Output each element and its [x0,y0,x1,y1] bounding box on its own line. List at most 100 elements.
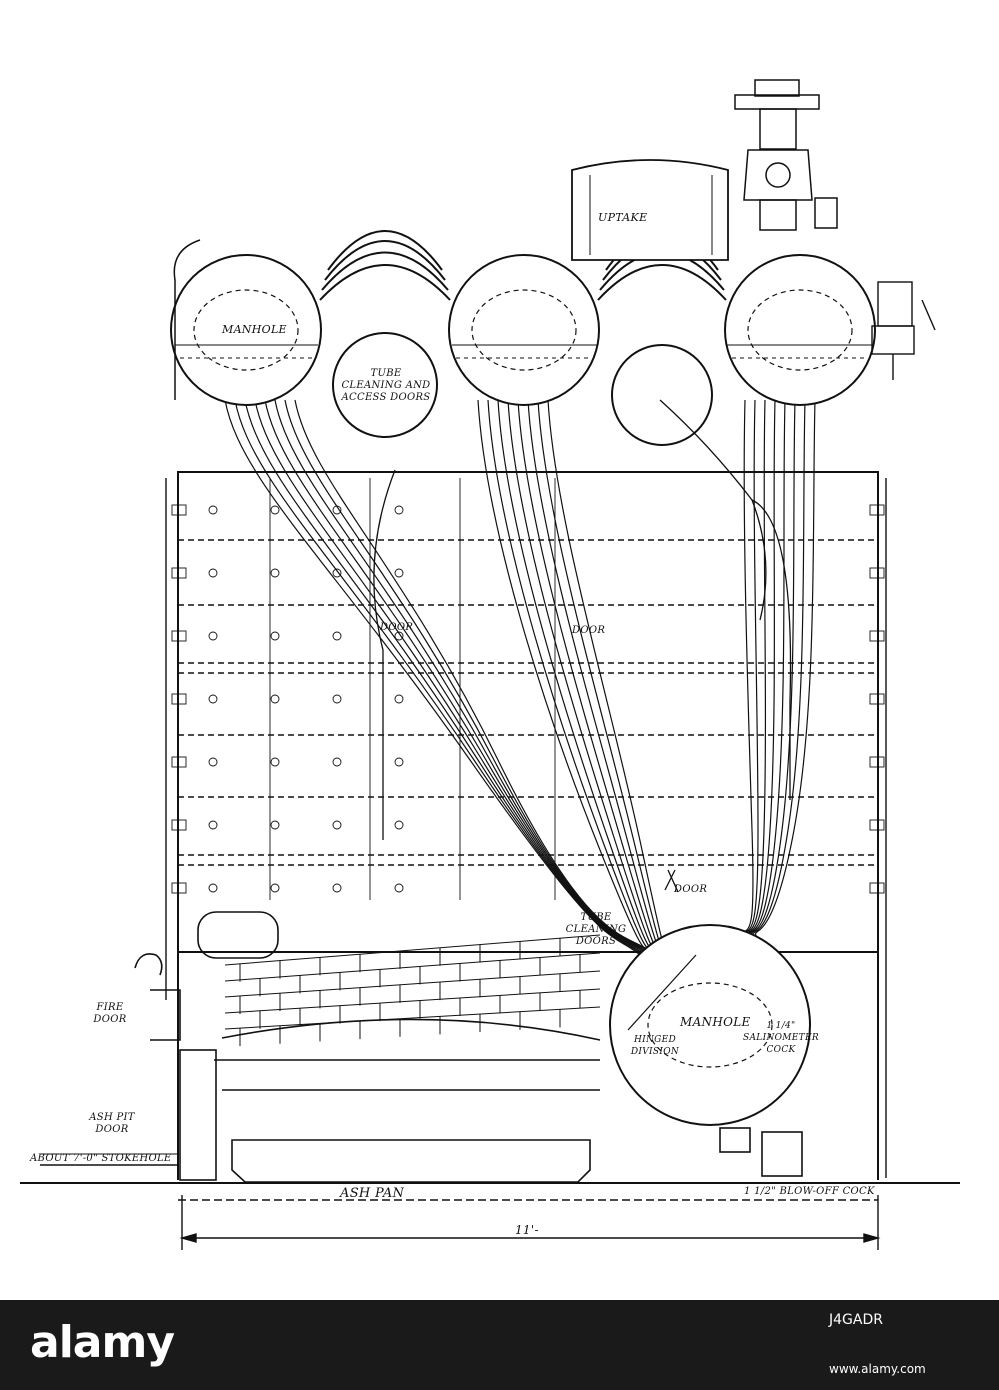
tube-bank-right [745,399,786,941]
rivet [394,757,404,767]
water-drum [609,924,811,1126]
rivet [332,568,342,578]
tube-bank-left [254,399,647,956]
brick-course [224,1006,601,1030]
side-bracket [171,693,187,705]
rivet [332,694,342,704]
tube-bank-left [274,399,651,956]
water-gauge [871,281,936,380]
boiler-cross-section [20,79,960,1250]
side-bracket [869,504,885,516]
rivet [394,631,404,641]
firebrick-arch [224,934,601,1047]
rivet [394,820,404,830]
tube-bank-right [741,399,776,941]
side-bracket [869,756,885,768]
rivet [208,883,218,893]
tube-bank-middle [507,399,665,950]
tube-bank-left [264,399,649,956]
side-bracket [869,819,885,831]
brick-course [224,988,601,1014]
stop-valve [734,79,838,231]
rivet [270,631,280,641]
ground-and-dimension [20,1153,960,1250]
tube-bank-left [244,399,645,956]
rivet [394,694,404,704]
tube-bank-right [752,399,806,941]
label-salinometer-cock: 1 1/4" SALINOMETER COCK [743,1021,819,1055]
rivet [332,757,342,767]
tube-bank-left [224,399,641,956]
brick-course [224,934,601,966]
tube-bank-right [729,399,754,941]
label-ash-pan: ASH PAN [340,1186,405,1201]
label-dimension: 11'- [512,1224,542,1236]
fire-door [134,911,279,1041]
side-bracket [171,567,187,579]
steam-drums [170,230,876,446]
rivet [332,820,342,830]
tube-bank-middle [477,399,659,950]
rivet [270,883,280,893]
tube-bank-left [234,399,643,956]
label-blow-off-cock: 1 1/2" BLOW-OFF COCK [744,1186,875,1197]
tube-bank-middle [517,399,667,950]
rivet [394,883,404,893]
rivet [208,631,218,641]
rivet [332,883,342,893]
boiler-drawing: MANHOLE TUBE CLEANING AND ACCESS DOORS U… [20,79,960,1250]
rivet [208,757,218,767]
tube-bank-left [294,399,655,956]
rivet [394,568,404,578]
rivet [208,505,218,515]
side-bracket [869,630,885,642]
rivet [208,568,218,578]
side-bracket [869,882,885,894]
side-bracket [171,630,187,642]
side-bracket [869,693,885,705]
label-tube-cleaning-doors: TUBE CLEANING DOORS [565,912,627,947]
rivet [270,820,280,830]
uptake-flue [571,159,729,261]
casing-panel-grid [171,478,885,900]
brand-logo: alamy [30,1317,175,1368]
tube-bank-left [284,399,653,956]
label-door-mid: DOOR [572,625,606,636]
tube-bank-middle [497,399,663,950]
brick-course [224,970,601,998]
tube-bank-right [749,399,796,941]
rivet [332,631,342,641]
gas-flow-arrows [373,399,792,893]
label-manhole-top: MANHOLE [222,323,287,336]
rivet [270,694,280,704]
side-bracket [869,567,885,579]
side-bracket [171,882,187,894]
tube-bank-right [737,399,767,941]
label-fire-door: FIRE DOOR [93,1002,127,1025]
rivet [270,757,280,767]
label-stokehole: ABOUT 7'-0" STOKEHOLE [30,1153,172,1164]
site-url: www.alamy.com [829,1362,926,1376]
image-id: J4GADR [829,1312,883,1328]
rivet [270,505,280,515]
feed-pipe [173,239,201,400]
tube-bank-right [755,399,816,941]
tube-bank-middle [547,399,673,950]
rivet [270,568,280,578]
label-ash-pit-door: ASH PIT DOOR [89,1112,135,1135]
side-bracket [171,819,187,831]
outer-casing [165,471,887,1180]
side-bracket [171,756,187,768]
label-tube-cleaning-access-doors: TUBE CLEANING AND ACCESS DOORS [341,368,431,403]
label-door-lower: DOOR [674,884,708,895]
stock-watermark-bar: alamy J4GADR www.alamy.com [0,1300,999,1390]
label-door-left: DOOR [380,622,414,633]
side-bracket [171,504,187,516]
brick-course [224,952,601,982]
label-hinged-division: HINGED DIVISION [630,1035,680,1057]
rivet [208,694,218,704]
rivet [394,505,404,515]
label-manhole-bottom: MANHOLE [680,1015,751,1029]
rivet [208,820,218,830]
